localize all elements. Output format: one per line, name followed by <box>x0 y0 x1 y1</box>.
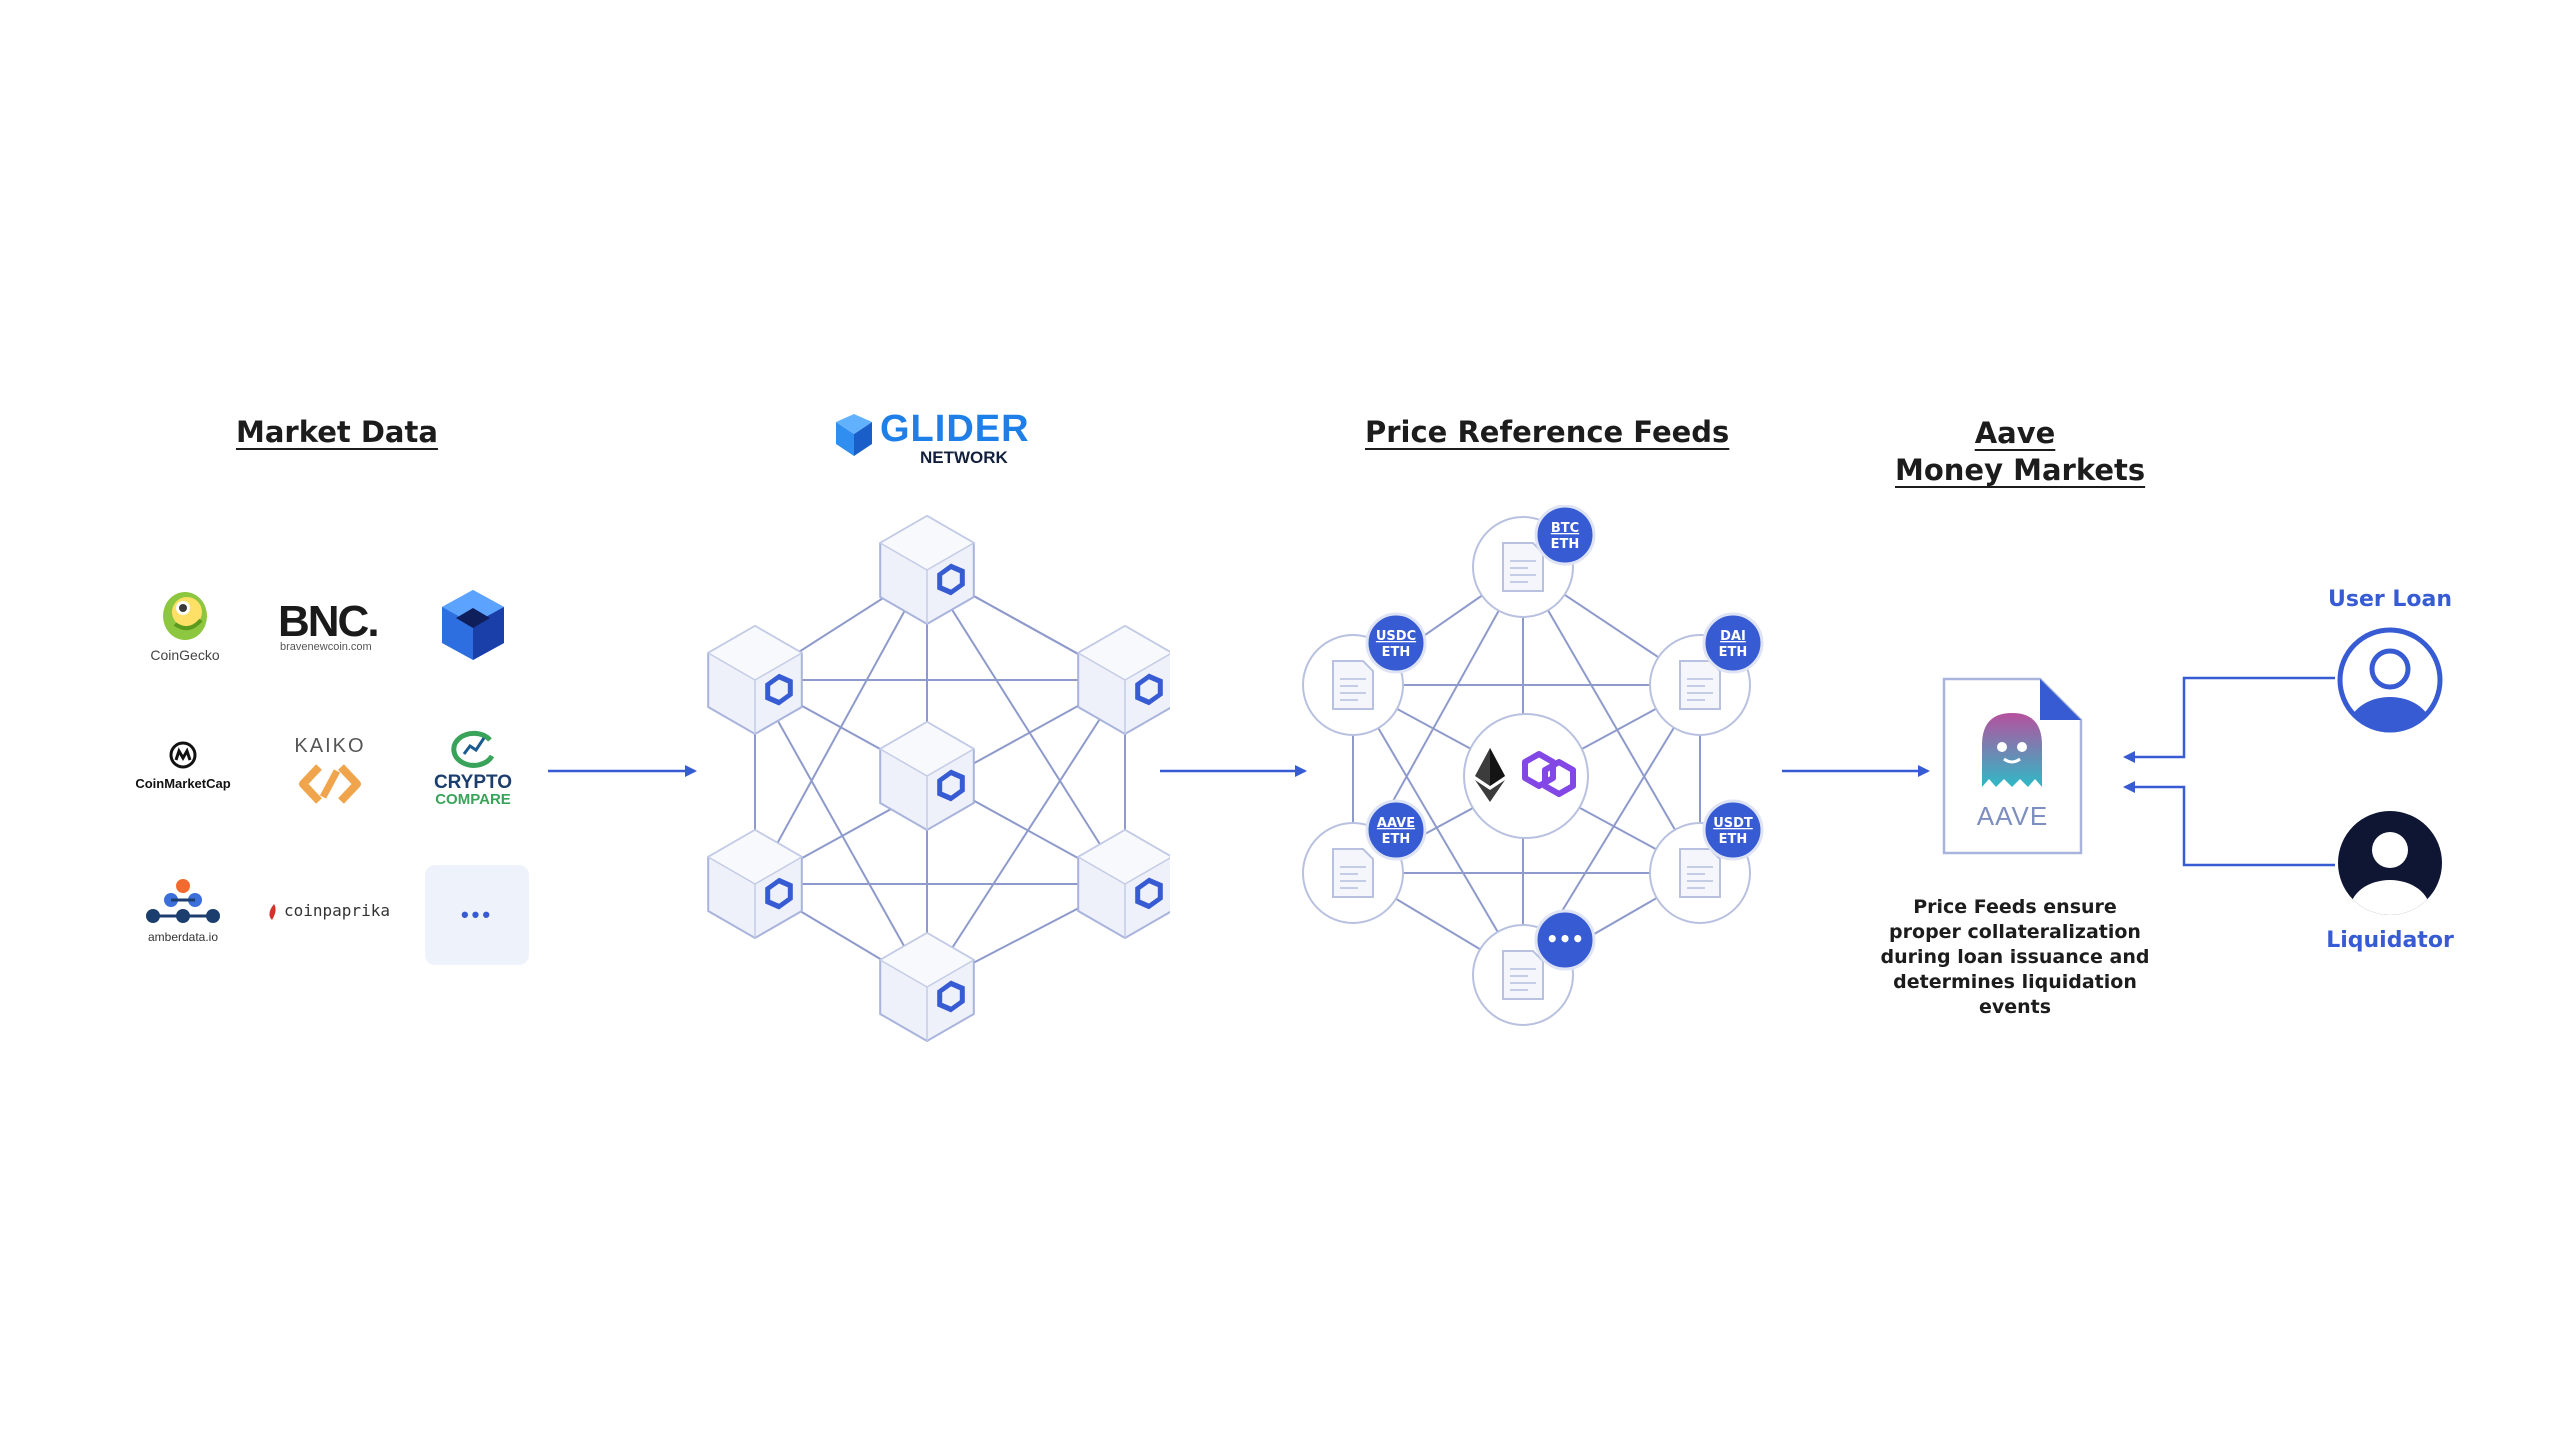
cryptocompare-icon <box>451 730 495 768</box>
chili-icon <box>269 904 276 920</box>
document-icon <box>1679 848 1721 898</box>
feed-badge-label: USDT <box>1713 816 1753 831</box>
chainlink-icon <box>1135 673 1163 706</box>
amberdata-logo: amberdata.io <box>138 878 228 948</box>
feed-badge-label: AAVE <box>1377 816 1415 831</box>
ethereum-icon <box>1475 748 1505 802</box>
coingecko-logo: CoinGecko <box>140 590 230 670</box>
document-icon <box>1332 660 1374 710</box>
chainlink-icon <box>765 673 793 706</box>
oracle-network <box>706 514 1170 1043</box>
cryptocompare-label-1: CRYPTO <box>433 772 513 793</box>
amberdata-icon <box>146 879 220 923</box>
feed-badge-label: DAI <box>1720 629 1746 644</box>
user-loan-label: User Loan <box>2327 587 2453 612</box>
feed-badge <box>1365 799 1427 861</box>
feed-badge <box>1702 799 1764 861</box>
bnc-logo: BNC. bravenewcoin.com <box>270 597 390 657</box>
chainlink-icon <box>937 769 965 802</box>
liquidator-label: Liquidator <box>2326 928 2454 953</box>
document-icon <box>1679 660 1721 710</box>
feed-badge <box>1702 612 1764 674</box>
feed-badge <box>1534 909 1596 971</box>
chainlink-icon <box>1135 877 1163 910</box>
coingecko-label: CoinGecko <box>150 647 220 663</box>
feed-badge-label: USDC <box>1376 629 1416 644</box>
liquidator-avatar-icon <box>2338 811 2442 915</box>
oracle-node <box>1076 828 1170 940</box>
price-feeds-caption: Price Feeds ensure proper collateralizat… <box>1880 896 2150 1018</box>
cryptocompare-label-2: COMPARE <box>435 791 511 808</box>
cube-icon <box>442 590 504 660</box>
glider-name: GLIDER <box>880 408 1030 450</box>
document-icon <box>1502 542 1544 592</box>
aave-heading-line1: Aave <box>1974 416 2056 450</box>
chainlink-icon <box>937 980 965 1013</box>
coinpaprika-label: coinpaprika <box>284 901 390 920</box>
coinmarketcap-logo: CoinMarketCap <box>128 740 238 796</box>
feed-badge-label: ETH <box>1551 537 1580 552</box>
bnc-mark: BNC. <box>278 597 380 646</box>
bnc-url: bravenewcoin.com <box>280 641 372 653</box>
kaiko-logo: KAIKO <box>285 735 375 815</box>
feed-node-more: ••• <box>1472 909 1596 1026</box>
cryptocompare-logo: CRYPTO COMPARE <box>428 728 518 813</box>
feed-badge-more: ••• <box>1546 927 1584 951</box>
user-loan-connector <box>2123 676 2335 763</box>
aave-document: AAVE <box>1940 675 2085 857</box>
feed-badge-label: ETH <box>1382 832 1411 847</box>
chainlink-icon <box>937 563 965 596</box>
oracle-node <box>878 931 976 1043</box>
kaiko-icon <box>299 764 361 804</box>
coinmarketcap-label: CoinMarketCap <box>135 776 231 791</box>
coinpaprika-logo: coinpaprika <box>264 898 394 926</box>
aave-doc-label: AAVE <box>1976 801 2049 831</box>
feed-badge-label: ETH <box>1719 645 1748 660</box>
glider-sub: NETWORK <box>920 448 1008 467</box>
glider-mark-icon <box>836 414 872 456</box>
more-sources-tile[interactable]: ••• <box>425 865 529 965</box>
amberdata-label: amberdata.io <box>147 930 219 944</box>
feed-badge <box>1534 505 1596 566</box>
aave-heading-line2: Money Markets <box>1895 453 2146 487</box>
document-icon <box>1502 950 1544 1000</box>
feed-badge-label: BTC <box>1551 521 1579 536</box>
price-feeds-heading: Price Reference Feeds <box>1365 415 1730 449</box>
feed-badge <box>1365 612 1427 674</box>
oracle-node <box>1076 624 1170 736</box>
oracle-node <box>878 514 976 626</box>
glider-logo: GLIDER NETWORK <box>832 408 1047 474</box>
oracle-node <box>878 720 976 832</box>
oracle-node <box>706 624 804 736</box>
oracle-node <box>706 828 804 940</box>
aave-heading: Aave Money Markets <box>1895 415 2146 489</box>
user-avatar-icon <box>2337 627 2443 733</box>
document-icon <box>1942 677 2083 855</box>
feed-badge-label: ETH <box>1719 832 1748 847</box>
liquidator-connector <box>2123 781 2335 867</box>
coingecko-icon <box>163 592 207 640</box>
feed-badge-label: ETH <box>1382 645 1411 660</box>
polygon-icon <box>1522 751 1576 797</box>
market-data-heading: Market Data <box>236 415 438 449</box>
kaiko-label: KAIKO <box>294 735 366 757</box>
aave-ghost-icon <box>1982 713 2042 787</box>
document-icon <box>1332 848 1374 898</box>
chainlink-icon <box>765 877 793 910</box>
coinmarketcap-icon <box>169 741 197 769</box>
